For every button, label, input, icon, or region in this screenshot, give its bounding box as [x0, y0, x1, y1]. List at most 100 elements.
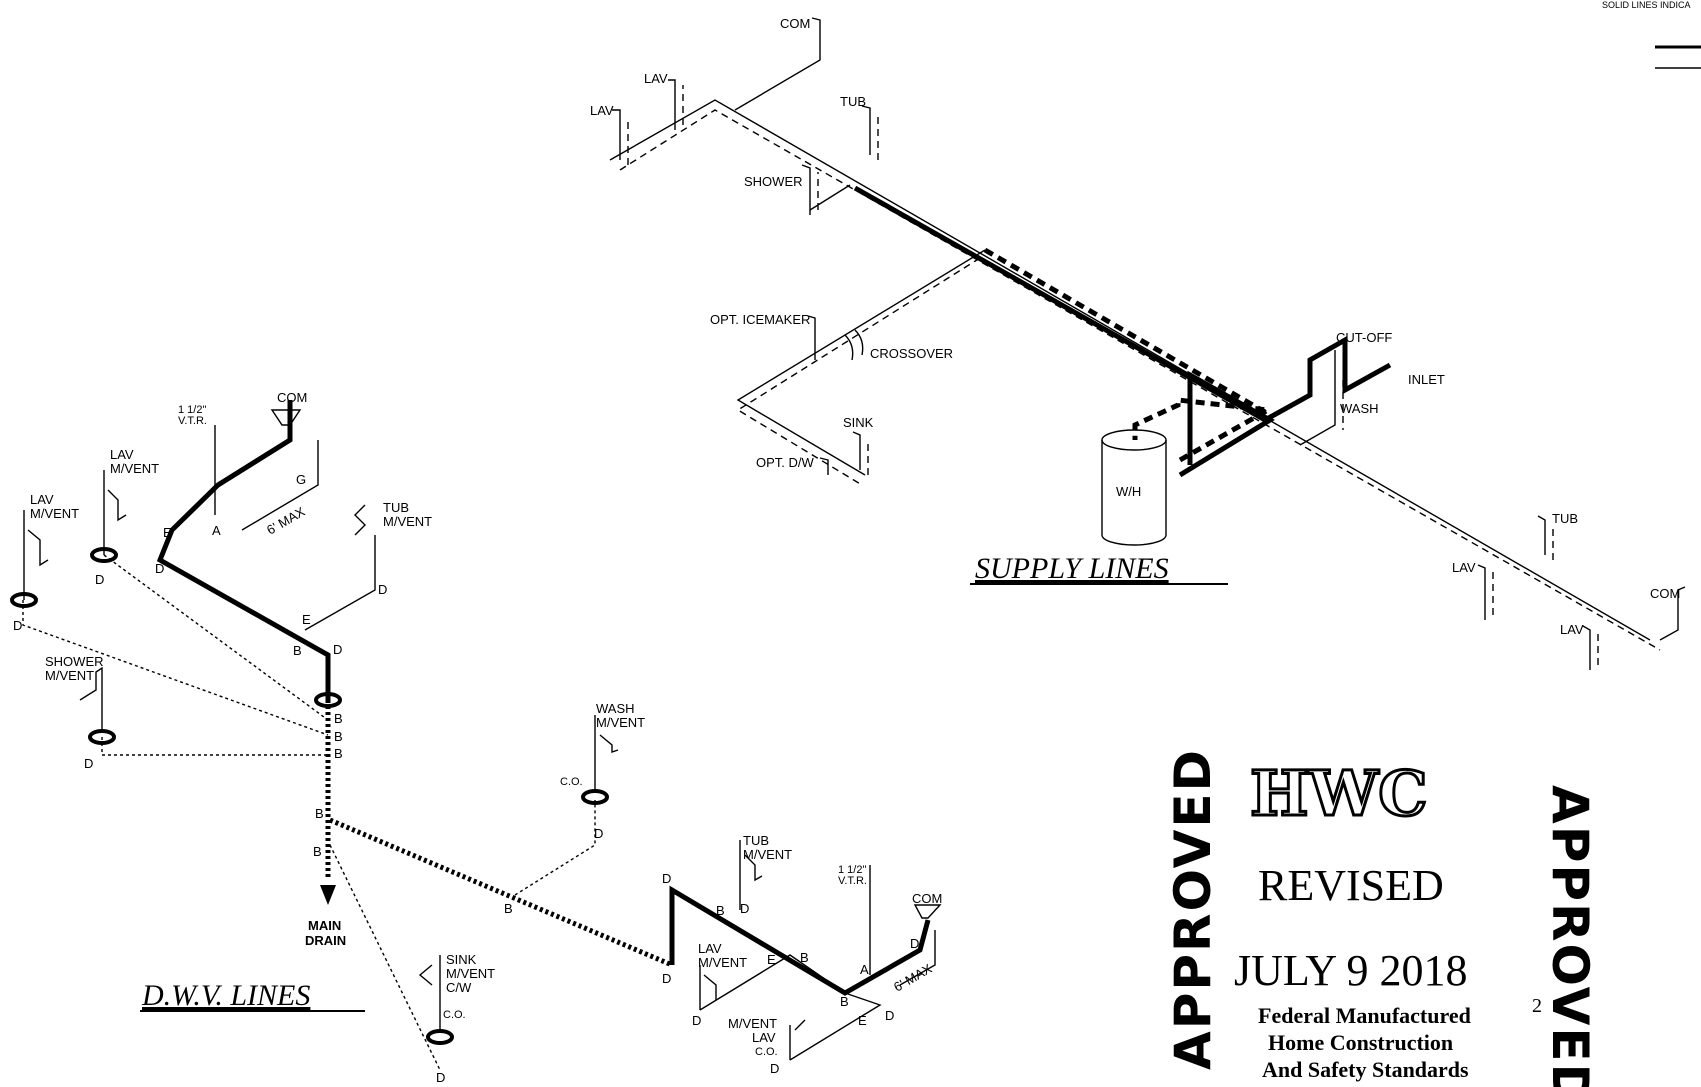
marker-e: E	[858, 1013, 867, 1028]
shower-riser	[79, 666, 103, 730]
marker-b: B	[840, 994, 849, 1009]
supply-main-thick-hot	[983, 247, 1272, 418]
marker-d: D	[770, 1061, 779, 1076]
marker-b: B	[504, 901, 513, 916]
marker-b: B	[334, 746, 343, 761]
marker-e: E	[767, 952, 776, 967]
label-tub-top: TUB	[840, 94, 866, 109]
marker-d: D	[155, 561, 164, 576]
supply-title: SUPPLY LINES	[975, 552, 1169, 585]
main-drain-label-1: MAIN	[308, 918, 341, 933]
com-funnel	[270, 409, 302, 426]
label-lav-c-1: LAV	[698, 941, 722, 956]
dwv-lav-branches	[699, 954, 882, 1061]
header-note: SOLID LINES INDICA	[1602, 0, 1691, 10]
lav-a-riser	[23, 510, 49, 600]
sink-riser	[418, 955, 441, 1030]
label-lav2: LAV	[644, 71, 668, 86]
label-vtr-a-1: 1 1/2"	[178, 404, 206, 416]
wash-riser	[1299, 350, 1336, 446]
marker-d: D	[13, 618, 22, 633]
supply-lav2-riser	[668, 79, 676, 130]
marker-a: A	[212, 523, 221, 538]
label-shower-2: M/VENT	[45, 668, 94, 683]
marker-b: B	[716, 903, 725, 918]
sink-branch	[329, 844, 441, 1071]
marker-d: D	[662, 971, 671, 986]
page-mark: 2	[1532, 995, 1542, 1017]
label-tub-b-1: TUB	[743, 833, 769, 848]
lav-b-trap	[90, 547, 118, 563]
dw-riser	[819, 457, 829, 475]
supply-shower-riser	[801, 164, 811, 215]
dwv-shower-line	[101, 737, 328, 756]
com-b-funnel	[913, 904, 942, 919]
supply-com-riser	[734, 17, 821, 111]
label-lav-b-2: M/VENT	[110, 461, 159, 476]
label-vtr-a-2: V.T.R.	[178, 415, 207, 427]
shower-trap	[88, 729, 116, 745]
mvent-d-riser	[789, 1019, 806, 1060]
crossover-hot	[736, 257, 981, 486]
label-tub-2: M/VENT	[383, 514, 432, 529]
marker-b: B	[315, 806, 324, 821]
lav-a-trap	[10, 592, 38, 608]
label-wash: WASH	[1340, 401, 1379, 416]
stamp-approved-left: APPROVED	[1164, 748, 1222, 1070]
label-tub-right: TUB	[1552, 511, 1578, 526]
label-com-top: COM	[780, 16, 810, 31]
dwv-lav-b-line	[103, 554, 329, 721]
marker-e: E	[302, 612, 311, 627]
wh-hot-pipe	[1132, 397, 1276, 463]
wash-trap	[581, 789, 609, 805]
main-drain-label-2: DRAIN	[305, 933, 346, 948]
marker-d: D	[692, 1013, 701, 1028]
label-shower-1: SHOWER	[45, 654, 104, 669]
tub-b-riser	[739, 840, 763, 910]
label-sink-1: SINK	[446, 952, 477, 967]
supply-lav-right1	[1477, 564, 1486, 620]
marker-d: D	[740, 901, 749, 916]
dwv-lines-diagram: MAIN DRAIN LAV	[10, 390, 942, 1085]
marker-d: D	[333, 642, 342, 657]
marker-e: E	[163, 525, 172, 540]
label-com-right: COM	[1650, 586, 1680, 601]
marker-b: B	[334, 729, 343, 744]
marker-b: B	[334, 711, 343, 726]
marker-d: D	[594, 826, 603, 841]
lav-b-riser	[103, 470, 127, 555]
supply-com-right	[1659, 586, 1686, 641]
label-vtr-b-1: 1 1/2"	[838, 864, 866, 876]
marker-d: D	[84, 756, 93, 771]
marker-d: D	[662, 871, 671, 886]
label-co-wash: C.O.	[560, 776, 583, 788]
label-lav-b-1: LAV	[110, 447, 134, 462]
label-sink: SINK	[843, 415, 874, 430]
stamp-brand: HWC	[1250, 757, 1428, 830]
crossover-cold	[736, 249, 986, 476]
sink-riser	[852, 431, 861, 470]
stamp-line3: And Safety Standards	[1262, 1057, 1469, 1082]
label-lav-a-2: M/VENT	[30, 506, 79, 521]
dwv-tub-branch	[304, 535, 376, 631]
wh-label: W/H	[1116, 484, 1141, 499]
main-trap	[314, 692, 342, 708]
label-com-a: COM	[277, 390, 307, 405]
label-sink-3: C/W	[446, 980, 472, 995]
dwv-main-stack	[156, 400, 331, 700]
dwv-title: D.W.V. LINES	[141, 979, 310, 1012]
wash-branch	[514, 800, 596, 896]
crossover-hump	[854, 329, 864, 356]
wash-riser	[594, 715, 619, 790]
marker-b: B	[800, 950, 809, 965]
label-co-sink: C.O.	[443, 1009, 466, 1021]
marker-g: G	[296, 472, 306, 487]
wh-cold-pipe	[1178, 370, 1275, 478]
label-wash-2: M/VENT	[596, 715, 645, 730]
label-mvent-d-1: M/VENT	[728, 1016, 777, 1031]
sink-trap	[426, 1029, 454, 1045]
label-lav-a-1: LAV	[30, 492, 54, 507]
marker-d: D	[910, 936, 919, 951]
icemaker-riser	[807, 315, 816, 360]
dwv-lav-a-line	[22, 600, 329, 736]
